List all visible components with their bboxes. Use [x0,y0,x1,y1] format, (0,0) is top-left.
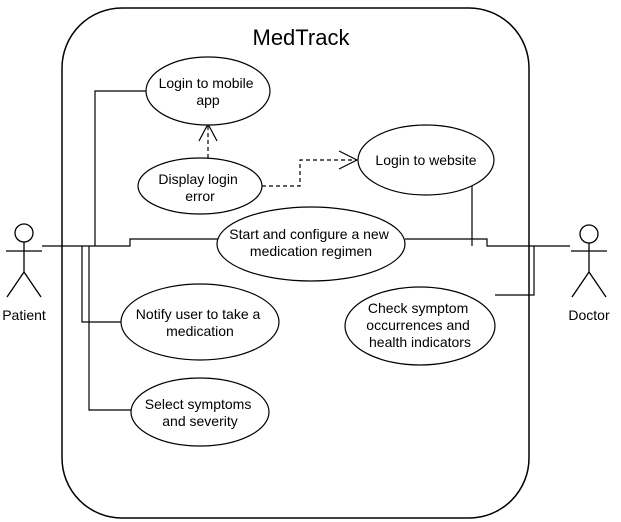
select-symptoms-line-1: Select symptoms [145,396,252,412]
login-mobile-line-1: Login to mobile [159,75,254,91]
display-error-label: Display login error [158,171,241,204]
check-symptoms-line-1: Check symptom [368,300,468,316]
display-error-line-1: Display login [158,171,237,187]
dependency-error-to-website-arrowhead [338,150,359,170]
assoc-doctor-start-regimen [405,238,570,247]
notify-user-label: Notify user to take a medication [136,306,264,339]
use-case-labels: Login to mobile app Display login error … [136,75,477,429]
assoc-patient-start-regimen [42,238,220,247]
use-case-display-error [137,157,263,215]
assoc-patient-notify-user [81,246,122,323]
login-website-label: Login to website [375,152,476,168]
patient-head-icon [14,223,34,243]
use-case-start-regimen [216,206,406,282]
actor-doctor [571,224,607,298]
assoc-patient-select-symptoms [88,246,131,411]
login-website-line-1: Login to website [375,152,476,168]
use-case-select-symptoms [130,377,270,447]
use-case-login-website [357,124,495,196]
system-title: MedTrack [253,25,351,50]
use-case-notify-user [120,283,280,361]
assoc-patient-login-mobile [94,90,150,246]
check-symptoms-line-3: health indicators [369,334,471,350]
start-regimen-line-2: medication regimen [250,243,372,259]
actor-patient [6,223,42,298]
use-case-login-mobile [145,56,271,126]
start-regimen-label: Start and configure a new medication reg… [229,226,392,259]
dependency-error-to-website [262,159,356,187]
login-mobile-line-2: app [196,92,220,108]
assoc-doctor-check-symptoms [495,246,535,296]
use-case-check-symptoms [344,286,496,366]
actor-doctor-label: Doctor [568,307,610,323]
check-symptoms-label: Check symptom occurrences and health ind… [366,300,473,350]
doctor-head-icon [579,224,599,244]
actor-patient-label: Patient [2,307,46,323]
use-cases [120,56,496,447]
associations [42,90,570,411]
select-symptoms-label: Select symptoms and severity [145,396,255,429]
notify-user-line-1: Notify user to take a [136,306,261,322]
notify-user-line-2: medication [166,323,234,339]
check-symptoms-line-2: occurrences and [366,317,470,333]
display-error-line-2: error [185,188,215,204]
start-regimen-line-1: Start and configure a new [229,226,389,242]
select-symptoms-line-2: and severity [162,413,237,429]
login-mobile-label: Login to mobile app [159,75,258,108]
